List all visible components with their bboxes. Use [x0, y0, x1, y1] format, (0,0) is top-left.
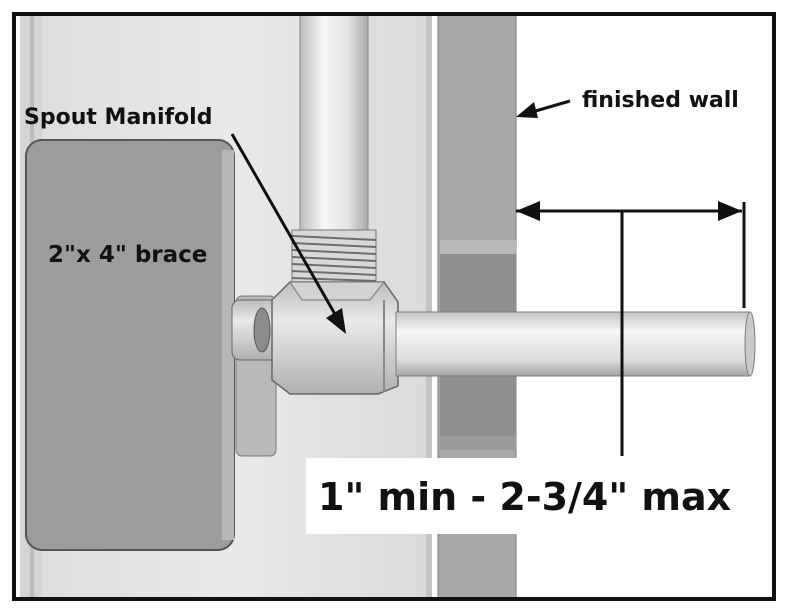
spout-manifold-label: Spout Manifold: [24, 105, 212, 130]
dimension-marker: [516, 201, 746, 456]
finished-wall-arrow: [516, 99, 571, 118]
finished-wall-label: finished wall: [582, 88, 739, 113]
brace-block: [25, 139, 235, 551]
manifold-body: [231, 281, 399, 457]
spout-pipe: [395, 311, 756, 377]
dimension-arrow-left: [516, 201, 540, 221]
brace-label: 2"x 4" brace: [48, 242, 207, 268]
measurement-label: 1" min - 2-3/4" max: [318, 475, 731, 519]
outer-frame: [12, 12, 776, 601]
vertical-pipe: [299, 13, 369, 235]
dimension-arrow-right: [718, 201, 742, 221]
measurement-box: [306, 458, 736, 534]
spout-manifold-leader: [230, 133, 346, 334]
pipe-threads: [291, 229, 377, 283]
